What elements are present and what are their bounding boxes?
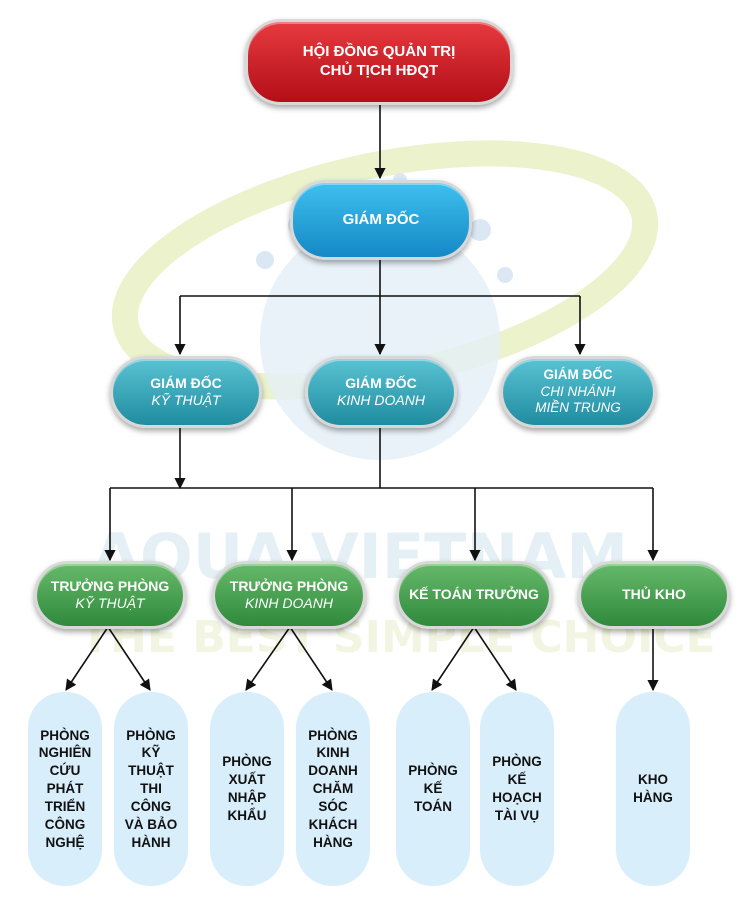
dept-line: PHÁT bbox=[46, 781, 84, 797]
finance-planning-department-node: PHÒNG KẾ HOẠCH TÀI VỤ bbox=[480, 692, 554, 886]
dept-line: KẾ bbox=[423, 781, 443, 797]
chief-accountant-node: KẾ TOÁN TRƯỞNG bbox=[396, 561, 552, 629]
dept-line: KINH bbox=[316, 745, 350, 761]
branch-director-node: GIÁM ĐỐC CHI NHÁNH MIỀN TRUNG bbox=[500, 356, 656, 428]
sales-manager-node: TRƯỞNG PHÒNG KINH DOANH bbox=[212, 561, 366, 629]
storekeeper-title: THỦ KHO bbox=[622, 586, 686, 603]
dept-line: PHÒNG bbox=[408, 763, 458, 779]
dept-line: TÀI VỤ bbox=[494, 807, 540, 823]
dept-line: CÔNG bbox=[130, 798, 172, 814]
dept-line: KỸ bbox=[141, 745, 161, 761]
dept-line: PHÒNG bbox=[222, 754, 272, 770]
director-title: GIÁM ĐỐC bbox=[342, 210, 420, 228]
dept-line: NGHỆ bbox=[45, 834, 85, 850]
dept-line: CỨU bbox=[49, 763, 81, 779]
technical-director-node: GIÁM ĐỐC KỸ THUẬT bbox=[110, 356, 262, 428]
construction-department-node: PHÒNG KỸ THUẬT THI CÔNG VÀ BẢO HÀNH bbox=[114, 692, 188, 886]
technical-manager-node: TRƯỞNG PHÒNG KỸ THUẬT bbox=[34, 561, 186, 629]
dept-line: PHÒNG bbox=[492, 754, 542, 770]
dept-line: CÔNG bbox=[44, 816, 86, 832]
dept-line: NHẬP bbox=[227, 790, 267, 805]
dept-line: PHÒNG bbox=[126, 727, 176, 743]
technical-manager-title: TRƯỞNG PHÒNG bbox=[50, 577, 170, 594]
technical-manager-dept: KỸ THUẬT bbox=[75, 595, 145, 611]
warehouse-node: KHO HÀNG bbox=[616, 692, 690, 886]
accounting-department-node: PHÒNG KẾ TOÁN bbox=[396, 692, 470, 886]
customer-care-department-node: PHÒNG KINH DOANH CHĂM SÓC KHÁCH HÀNG bbox=[296, 692, 370, 886]
branch-director-dept: CHI NHÁNH bbox=[540, 383, 616, 399]
sales-director-dept: KINH DOANH bbox=[337, 392, 425, 408]
storekeeper-node: THỦ KHO bbox=[578, 561, 730, 629]
dept-line: VÀ BẢO bbox=[124, 816, 178, 832]
technical-director-dept: KỸ THUẬT bbox=[151, 392, 221, 408]
import-export-department-node: PHÒNG XUẤT NHẬP KHẨU bbox=[210, 692, 284, 886]
dept-line: KHO bbox=[638, 772, 668, 788]
sales-manager-title: TRƯỞNG PHÒNG bbox=[229, 577, 349, 594]
dept-line: THUẬT bbox=[128, 763, 174, 779]
dept-line: CHĂM bbox=[312, 781, 354, 797]
rnd-department-node: PHÒNG NGHIÊN CỨU PHÁT TRIỂN CÔNG NGHỆ bbox=[28, 692, 102, 886]
dept-line: KẾ bbox=[507, 772, 527, 788]
dept-line: TRIỂN bbox=[44, 798, 86, 814]
dept-line: PHÒNG bbox=[308, 727, 358, 743]
board-chairman: CHỦ TỊCH HĐQT bbox=[319, 62, 439, 79]
branch-director-region: MIỀN TRUNG bbox=[535, 400, 621, 416]
dept-line: PHÒNG bbox=[40, 727, 90, 743]
board-of-directors-node: HỘI ĐỒNG QUẢN TRỊ CHỦ TỊCH HĐQT bbox=[245, 19, 513, 105]
sales-director-title: GIÁM ĐỐC bbox=[345, 374, 417, 391]
dept-line: HÀNG bbox=[633, 790, 673, 805]
technical-director-title: GIÁM ĐỐC bbox=[150, 374, 222, 391]
branch-director-title: GIÁM ĐỐC bbox=[543, 366, 613, 382]
dept-line: XUẤT bbox=[228, 772, 266, 788]
dept-line: DOANH bbox=[308, 763, 358, 779]
dept-line: KHÁCH bbox=[308, 816, 358, 832]
board-title: HỘI ĐỒNG QUẢN TRỊ bbox=[302, 43, 456, 61]
dept-line: HOẠCH bbox=[492, 790, 542, 805]
dept-line: SÓC bbox=[318, 798, 348, 814]
dept-line: NGHIÊN bbox=[38, 745, 92, 761]
general-director-node: GIÁM ĐỐC bbox=[290, 180, 472, 260]
chief-accountant-title: KẾ TOÁN TRƯỞNG bbox=[409, 586, 539, 603]
dept-line: THI bbox=[140, 781, 162, 797]
sales-manager-dept: KINH DOANH bbox=[245, 595, 333, 611]
dept-line: HÀNH bbox=[131, 834, 171, 850]
sales-director-node: GIÁM ĐỐC KINH DOANH bbox=[305, 356, 457, 428]
dept-line: KHẨU bbox=[227, 807, 267, 823]
dept-line: HÀNG bbox=[313, 834, 353, 850]
dept-line: TOÁN bbox=[413, 798, 452, 814]
